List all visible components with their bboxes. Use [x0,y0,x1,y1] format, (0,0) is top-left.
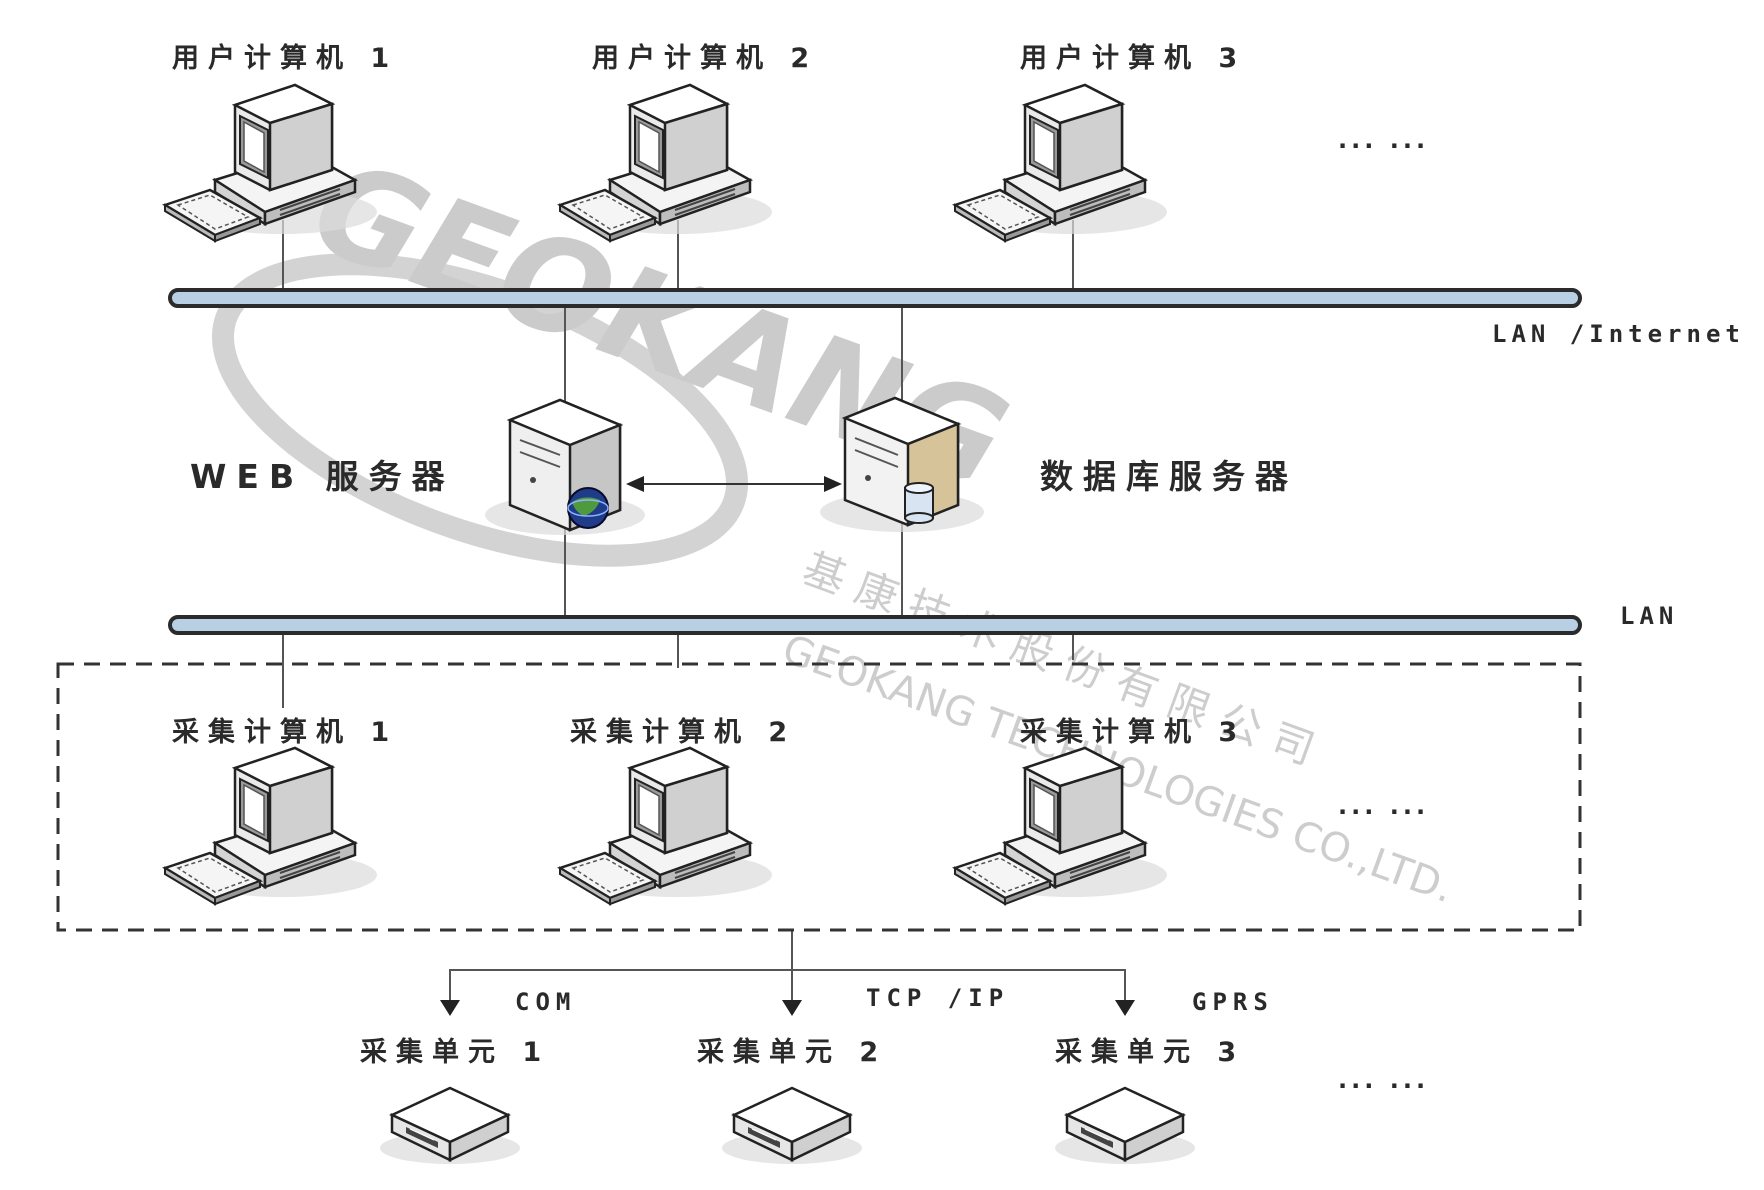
collection-group-box [56,662,1582,932]
collect-unit-3-icon [1053,1086,1197,1166]
collect-units-ellipsis: ··· ··· [1338,1072,1430,1100]
protocol-gprs-label: GPRS [1192,988,1274,1016]
collect-computer-1-icon [163,746,379,906]
user-computer-2-label: 用户计算机 2 [592,43,819,74]
user-computers-ellipsis: ··· ··· [1338,132,1430,160]
lan-label: LAN [1620,602,1679,630]
database-server-label: 数据库服务器 [1040,457,1298,496]
geokang-watermark: GEOKANG 基 康 技 术 股 份 有 限 公 司 GEOKANG TECH… [211,130,1459,912]
collect-computer-2-label: 采集计算机 2 [570,717,797,748]
user-computer-3-label: 用户计算机 3 [1020,43,1247,74]
collect-unit-1-label: 采集单元 1 [360,1037,551,1068]
collect-unit-2-label: 采集单元 2 [697,1037,888,1068]
database-server-icon [820,396,984,532]
collect-computers-ellipsis: ··· ··· [1338,798,1430,826]
protocol-tcpip-label: TCP /IP [866,984,1010,1012]
collect-computer-3-label: 采集计算机 3 [1020,717,1247,748]
bus-lan-internet [168,288,1582,308]
collect-computer-1-label: 采集计算机 1 [172,717,399,748]
protocol-com-label: COM [515,988,577,1016]
user-computer-3-icon [953,83,1169,243]
collect-computer-2-icon [558,746,774,906]
collect-unit-1-icon [378,1086,522,1166]
web-server-icon [485,398,645,535]
user-computer-2-icon [558,83,774,243]
collect-unit-2-icon [720,1086,864,1166]
lan-internet-label: LAN /Internet [1492,320,1745,348]
arrowheads [440,1000,1135,1016]
collect-unit-3-label: 采集单元 3 [1055,1037,1246,1068]
user-computer-1-label: 用户计算机 1 [172,43,399,74]
server-link-arrow [626,476,842,492]
bus-lan [168,615,1582,635]
web-server-label: WEB 服务器 [190,457,455,496]
